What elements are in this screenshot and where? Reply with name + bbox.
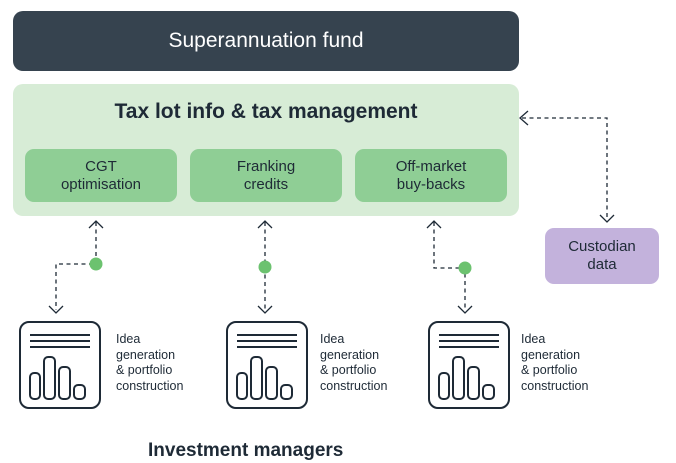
superannuation-fund-title: Superannuation fund: [168, 29, 364, 52]
connector-node-dot: [89, 257, 103, 271]
investment-managers-title: Investment managers: [148, 440, 344, 461]
manager-2-connector: [257, 220, 273, 314]
bar-chart-document-icon: [19, 321, 101, 409]
custodian-connector: [519, 110, 615, 223]
connector-node-dot: [458, 261, 472, 275]
bar-chart-document-icon: [428, 321, 510, 409]
superannuation-fund-box: Superannuation fund: [13, 11, 519, 71]
tax-management-title: Tax lot info & tax management: [114, 100, 418, 123]
manager-1-label: Idea generation & portfolio construction: [116, 332, 184, 393]
cgt-optimisation-box: CGT optimisation: [25, 149, 177, 202]
franking-credits-box: Franking credits: [190, 149, 342, 202]
manager-1-connector: [48, 220, 104, 314]
manager-3-connector: [426, 220, 473, 314]
cgt-optimisation-label: CGT optimisation: [60, 157, 142, 193]
connector-node-dot: [258, 260, 272, 274]
franking-credits-label: Franking credits: [236, 157, 296, 193]
custodian-data-box: Custodian data: [545, 228, 659, 284]
manager-2-label: Idea generation & portfolio construction: [320, 332, 388, 393]
off-market-buy-backs-label: Off-market buy-backs: [395, 157, 467, 193]
bar-chart-document-icon: [226, 321, 308, 409]
custodian-data-label: Custodian data: [568, 238, 636, 273]
manager-3-label: Idea generation & portfolio construction: [521, 332, 589, 393]
arrow-left-icon: [519, 110, 529, 126]
off-market-buy-backs-box: Off-market buy-backs: [355, 149, 507, 202]
